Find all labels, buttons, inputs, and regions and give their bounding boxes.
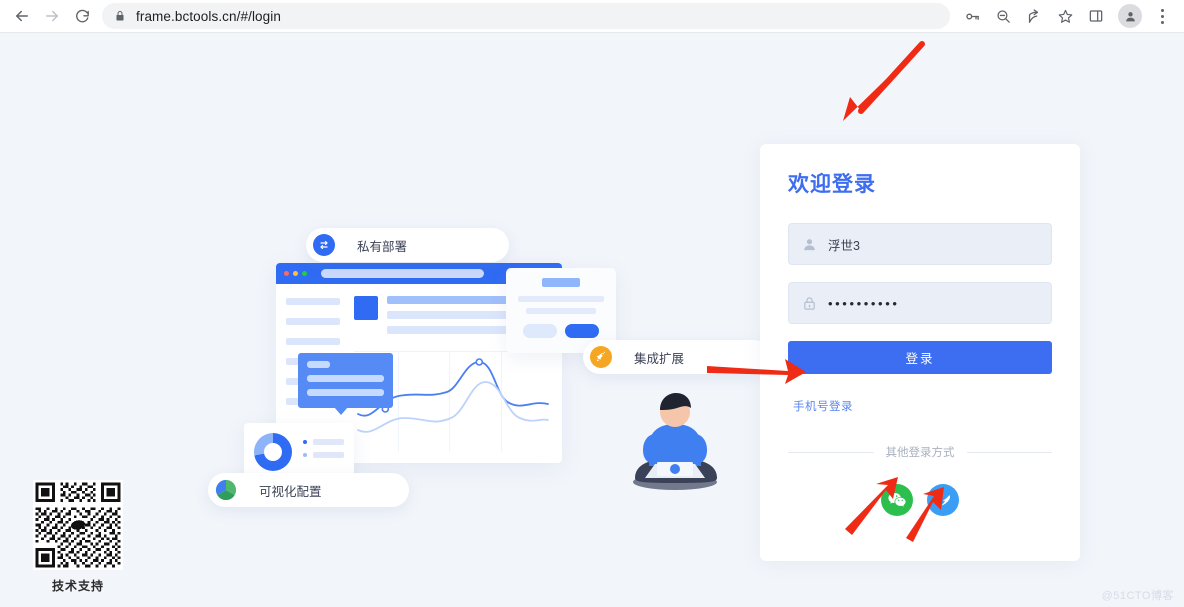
- illustration-donut-card: [244, 423, 354, 481]
- username-value: 浮世3: [828, 238, 860, 253]
- lock-icon: [801, 295, 818, 312]
- url-text: frame.bctools.cn/#/login: [136, 8, 281, 24]
- donut-legend: [303, 439, 344, 465]
- browser-toolbar: frame.bctools.cn/#/login: [0, 0, 1184, 33]
- forward-icon[interactable]: [38, 2, 66, 30]
- mock-title-bar: [276, 263, 562, 284]
- dialog-secondary-button: [523, 324, 557, 338]
- divider-line-right: [966, 451, 1052, 453]
- zoom-out-icon[interactable]: [989, 2, 1017, 30]
- tooltip-tail: [334, 407, 348, 415]
- rocket-icon: [590, 346, 612, 368]
- address-bar[interactable]: frame.bctools.cn/#/login: [102, 3, 950, 29]
- back-icon[interactable]: [8, 2, 36, 30]
- mock-tooltip-card: [298, 353, 393, 415]
- profile-avatar-icon[interactable]: [1118, 4, 1142, 28]
- donut-chart-icon: [254, 433, 292, 471]
- qr-caption: 技术支持: [51, 579, 104, 593]
- mock-dot-yellow: [293, 271, 298, 276]
- login-title: 欢迎登录: [788, 173, 876, 196]
- star-icon[interactable]: [1051, 2, 1079, 30]
- mock-dot-red: [284, 271, 289, 276]
- mock-logo-square: [354, 296, 378, 320]
- other-login-label: 其他登录方式: [885, 447, 955, 459]
- reload-icon[interactable]: [68, 2, 96, 30]
- share-icon[interactable]: [1020, 2, 1048, 30]
- page-content: 私有部署 集成扩展 可视化配置: [0, 33, 1184, 607]
- exchange-icon: [313, 234, 335, 256]
- other-login-divider: 其他登录方式: [788, 444, 1052, 460]
- browser-tool-icons: [958, 2, 1184, 30]
- support-qr-block: 技术支持: [30, 480, 126, 594]
- pie-chart-icon: [215, 479, 237, 501]
- social-login-row: [760, 484, 1080, 516]
- mock-headlines: [387, 296, 552, 341]
- feature-pill-label: 可视化配置: [259, 484, 322, 499]
- more-menu-icon[interactable]: [1150, 2, 1174, 30]
- dingtalk-login-icon[interactable]: [927, 484, 959, 516]
- navigation-buttons: [0, 2, 96, 30]
- qr-code-image: [33, 480, 123, 570]
- password-input[interactable]: ••••••••••: [788, 282, 1052, 324]
- password-value: ••••••••••: [828, 295, 900, 311]
- illustration-browser-mock: [276, 263, 562, 463]
- mock-url-bar: [321, 269, 484, 278]
- login-submit-button[interactable]: 登录: [788, 341, 1052, 374]
- mock-dot-green: [302, 271, 307, 276]
- phone-login-link[interactable]: 手机号登录: [793, 401, 853, 413]
- feature-pill-private-deploy: 私有部署: [306, 228, 509, 262]
- feature-pill-label: 私有部署: [357, 239, 408, 254]
- mock-header-block: [354, 296, 552, 341]
- login-card: 欢迎登录 浮世3 •••••••••• 登录 手机号登录 其他登录方式: [760, 144, 1080, 561]
- lock-icon: [114, 10, 126, 22]
- illustration-dialog-card: [506, 268, 616, 353]
- username-input[interactable]: 浮世3: [788, 223, 1052, 265]
- key-icon[interactable]: [958, 2, 986, 30]
- watermark: @51CTO博客: [1101, 590, 1174, 602]
- wechat-login-icon[interactable]: [881, 484, 913, 516]
- feature-pill-label: 集成扩展: [634, 351, 685, 366]
- dialog-primary-button: [565, 324, 599, 338]
- side-panel-icon[interactable]: [1082, 2, 1110, 30]
- feature-pill-visual-config: 可视化配置: [208, 473, 409, 507]
- user-icon: [801, 236, 818, 253]
- hero-illustration: 私有部署 集成扩展 可视化配置: [196, 128, 776, 528]
- divider-line-left: [788, 451, 874, 453]
- illustration-person: [633, 393, 717, 490]
- feature-pill-integration: 集成扩展: [583, 340, 771, 374]
